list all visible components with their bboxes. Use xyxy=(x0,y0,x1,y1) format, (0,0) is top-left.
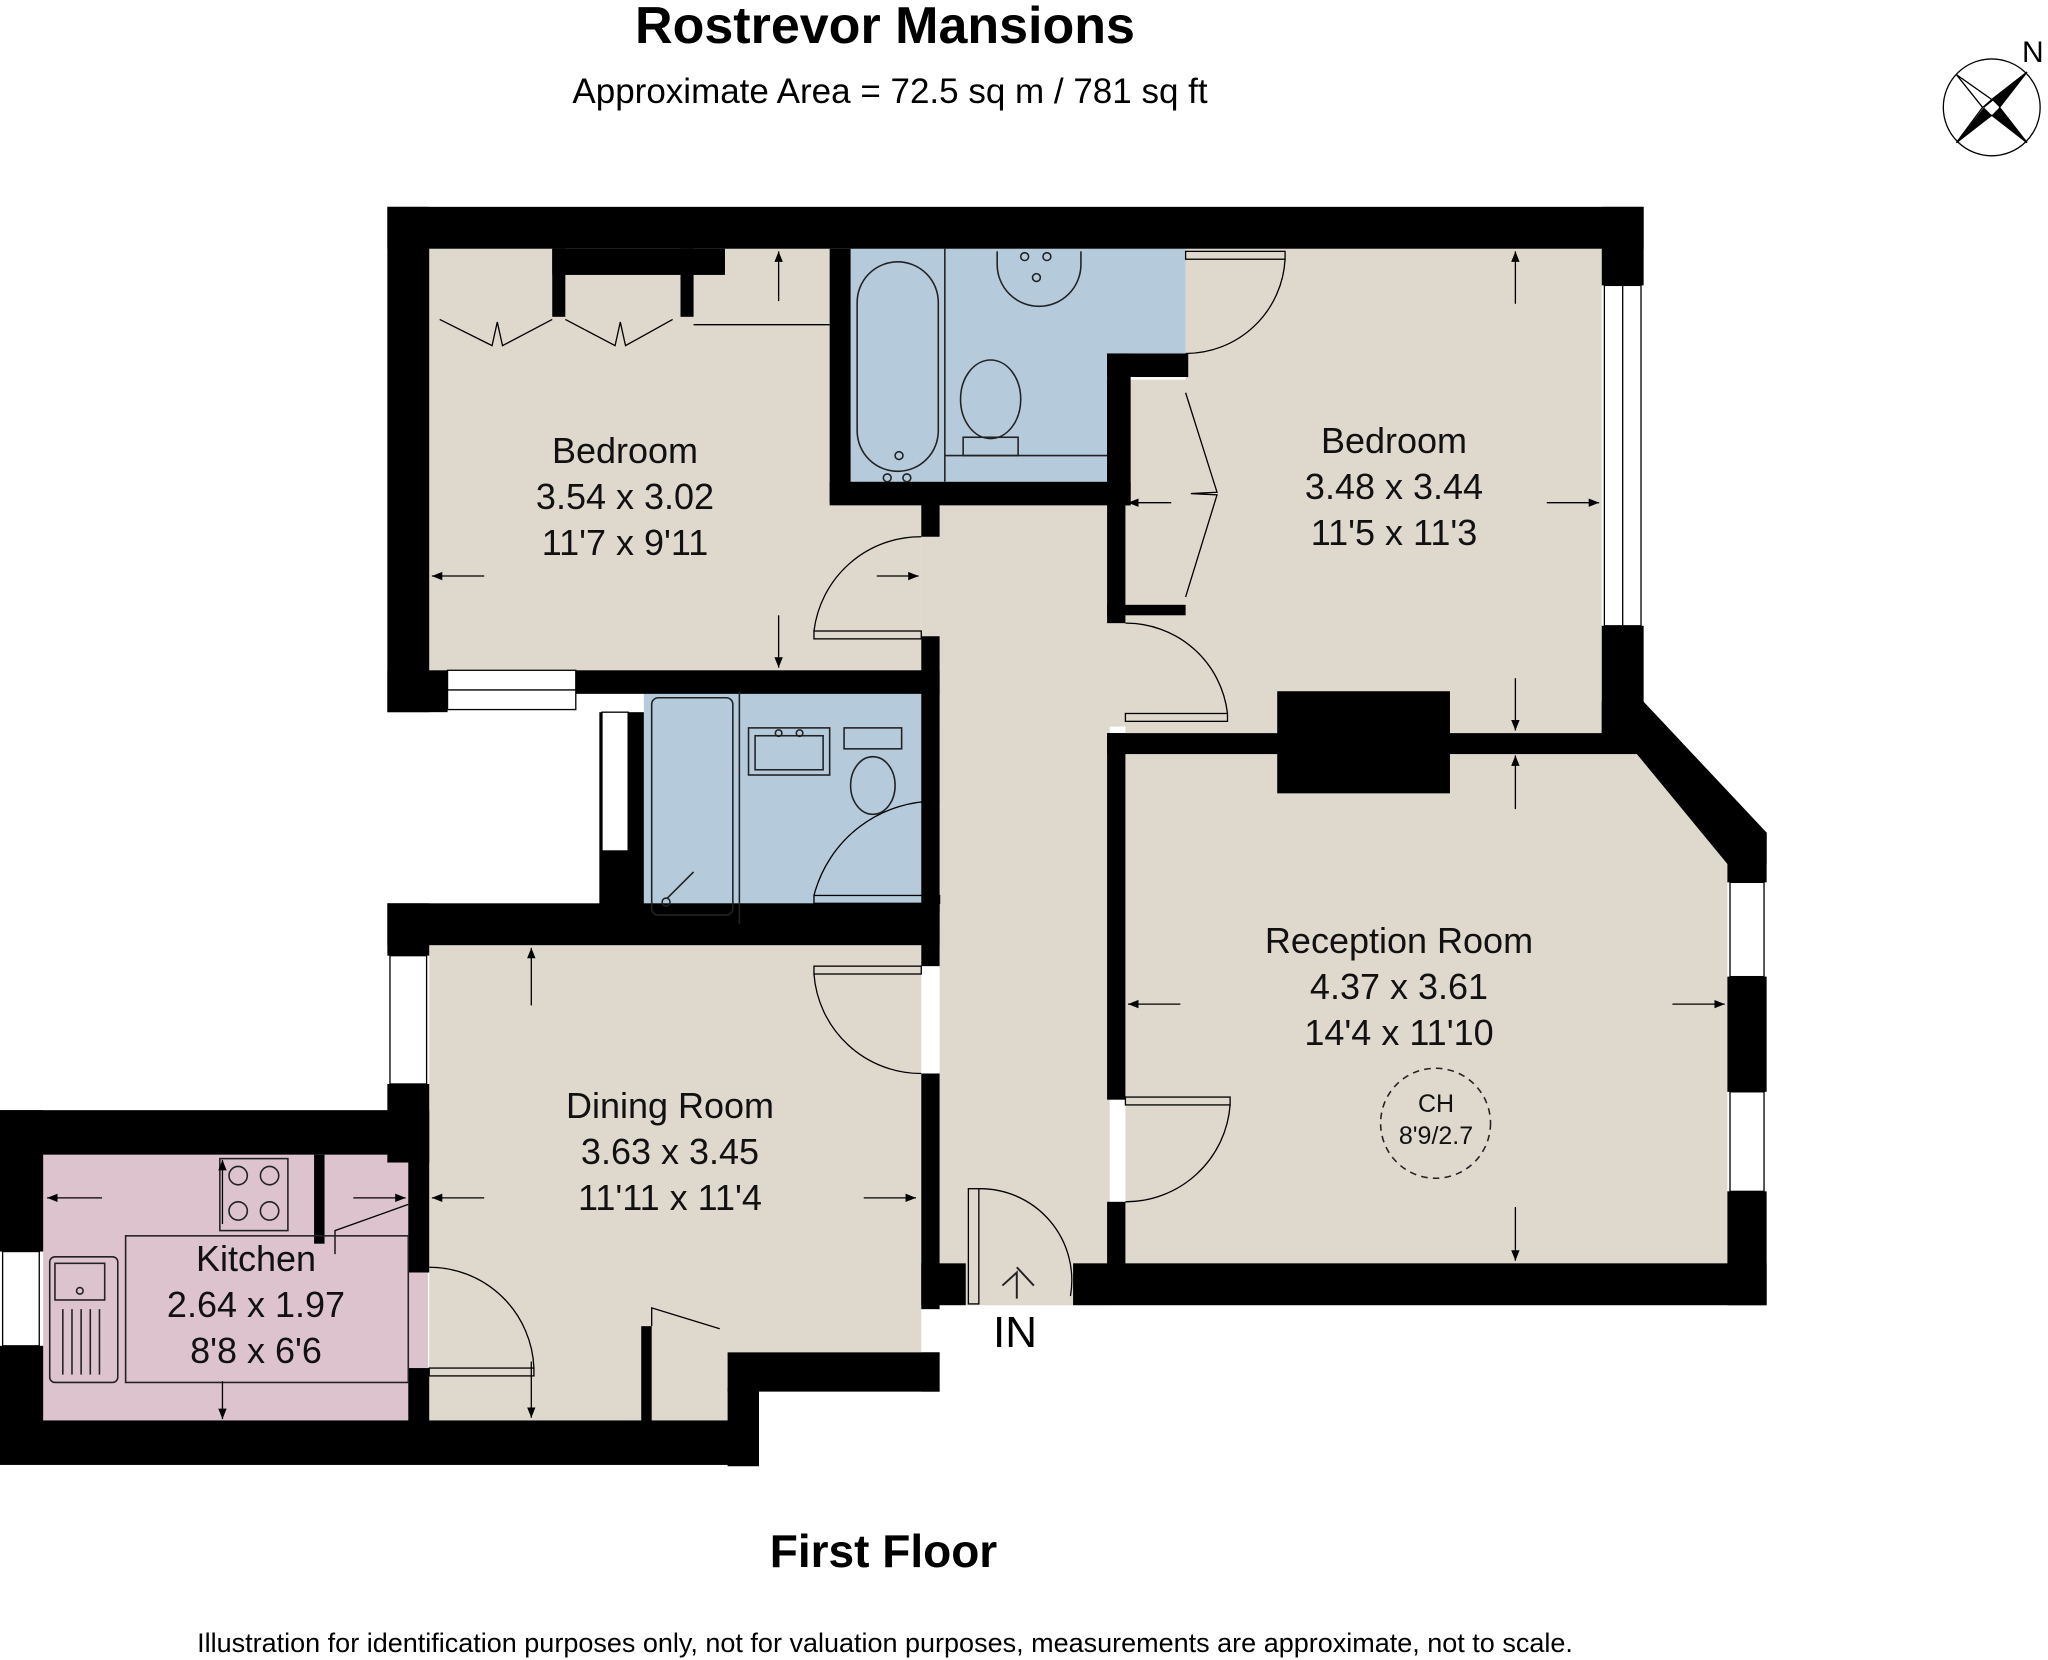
window xyxy=(1729,1091,1765,1192)
room-reception xyxy=(1125,752,1728,1264)
room-name: Bedroom xyxy=(1320,420,1468,461)
room-name: Reception Room xyxy=(1264,920,1534,961)
sink-icon xyxy=(48,1255,119,1384)
room-kitchen xyxy=(43,1154,428,1422)
window xyxy=(1,1250,40,1347)
room-label-dining: Dining Room 3.63 x 3.45 11'11 x 11'4 xyxy=(566,1083,774,1221)
dimension-arrows xyxy=(47,251,1725,1420)
doors xyxy=(334,250,1286,1377)
fixtures xyxy=(48,248,1492,1384)
walls xyxy=(0,206,1767,1467)
room-name: Bedroom xyxy=(551,430,699,471)
bathroom-top xyxy=(850,248,1186,482)
compass-rose-icon xyxy=(1942,58,2041,157)
room-imperial: 14'4 x 11'10 xyxy=(1304,1012,1494,1053)
room-label-reception: Reception Room 4.37 x 3.61 14'4 x 11'10 xyxy=(1265,918,1533,1056)
entrance-arrow-icon xyxy=(1001,1266,1035,1299)
compass-north-label: N xyxy=(2022,36,2044,69)
room-metric: 3.63 x 3.45 xyxy=(580,1131,760,1172)
floor-name: First Floor xyxy=(769,1525,998,1577)
area-summary: Approximate Area = 72.5 sq m / 781 sq ft xyxy=(572,72,1208,111)
entrance-label: IN xyxy=(993,1308,1037,1357)
room-label-bedroom-2: Bedroom 3.48 x 3.44 11'5 x 11'3 xyxy=(1305,418,1483,556)
sink-icon xyxy=(996,251,1082,308)
room-fills xyxy=(43,248,1728,1422)
window xyxy=(389,955,428,1085)
room-imperial: 11'5 x 11'3 xyxy=(1310,512,1478,553)
room-imperial: 11'7 x 9'11 xyxy=(541,522,709,563)
bathtub-icon xyxy=(856,261,940,473)
room-name: Dining Room xyxy=(565,1085,775,1126)
room-label-kitchen: Kitchen 2.64 x 1.97 8'8 x 6'6 xyxy=(167,1236,345,1374)
room-metric: 4.37 x 3.61 xyxy=(1309,966,1489,1007)
bathroom-lower xyxy=(643,691,940,925)
ceiling-height-marker xyxy=(1379,1067,1492,1180)
windows xyxy=(1,284,1765,1347)
room-label-bedroom-1: Bedroom 3.54 x 3.02 11'7 x 9'11 xyxy=(536,428,714,566)
room-dining xyxy=(429,945,922,1421)
toilet-icon xyxy=(959,359,1022,440)
toilet-icon xyxy=(849,755,896,816)
window xyxy=(1729,881,1765,978)
window xyxy=(601,711,629,852)
disclaimer: Illustration for identification purposes… xyxy=(197,1628,1573,1658)
bathtub-icon xyxy=(650,696,734,916)
room-metric: 2.64 x 1.97 xyxy=(166,1284,346,1325)
ceiling-height-label: CH 8'9/2.7 xyxy=(1399,1088,1473,1152)
room-metric: 3.54 x 3.02 xyxy=(535,476,715,517)
room-metric: 3.48 x 3.44 xyxy=(1304,466,1484,507)
ch-label: CH xyxy=(1417,1090,1455,1118)
room-bedroom-2 xyxy=(1185,248,1602,734)
ch-value: 8'9/2.7 xyxy=(1398,1122,1474,1150)
room-name: Kitchen xyxy=(195,1238,317,1279)
hob-icon xyxy=(219,1157,289,1232)
room-imperial: 8'8 x 6'6 xyxy=(190,1330,322,1371)
sink-icon xyxy=(747,727,831,776)
room-imperial: 11'11 x 11'4 xyxy=(578,1177,762,1218)
plan-title: Rostrevor Mansions xyxy=(635,0,1135,55)
